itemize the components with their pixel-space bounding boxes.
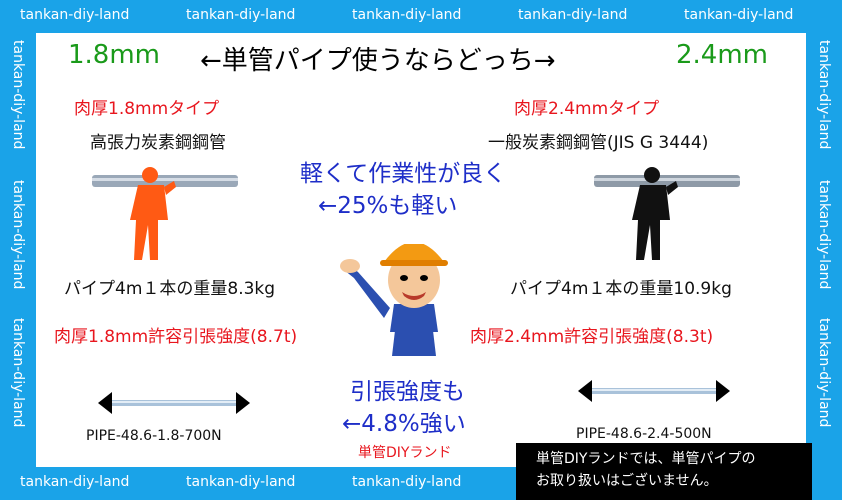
watermark-left-1: tankan-diy-land bbox=[10, 40, 26, 150]
lighter-message-line1: 軽くて作業性が良く bbox=[300, 161, 507, 187]
watermark-top-4: tankan-diy-land bbox=[518, 7, 628, 23]
left-type-label: 肉厚1.8mmタイプ bbox=[74, 99, 220, 119]
notice-box: 単管DIYランドでは、単管パイプの お取り扱いはございません。 bbox=[516, 443, 812, 500]
right-size-label: 2.4mm bbox=[676, 40, 769, 70]
stronger-message-line1: 引張強度も bbox=[350, 379, 465, 405]
left-strength: 肉厚1.8mm許容引張強度(8.7t) bbox=[54, 327, 298, 347]
left-tension-arrows-icon bbox=[98, 392, 250, 414]
page-title: ←単管パイプ使うならどっち→ bbox=[200, 46, 556, 76]
watermark-top-1: tankan-diy-land bbox=[20, 7, 130, 23]
stronger-message-line2: ←4.8%強い bbox=[342, 411, 466, 437]
watermark-top-2: tankan-diy-land bbox=[186, 7, 296, 23]
black-worker-carrying-pipe-icon bbox=[594, 167, 740, 260]
left-size-label: 1.8mm bbox=[68, 40, 161, 70]
right-weight: パイプ4m１本の重量10.9kg bbox=[510, 279, 732, 299]
notice-line2: お取り扱いはございません。 bbox=[536, 473, 718, 489]
watermark-left-3: tankan-diy-land bbox=[10, 318, 26, 428]
left-weight: パイプ4m１本の重量8.3kg bbox=[64, 279, 276, 299]
right-strength: 肉厚2.4mm許容引張強度(8.3t) bbox=[470, 327, 714, 347]
watermark-left-2: tankan-diy-land bbox=[10, 180, 26, 290]
watermark-top-3: tankan-diy-land bbox=[352, 7, 462, 23]
watermark-bottom-2: tankan-diy-land bbox=[186, 474, 296, 490]
watermark-right-2: tankan-diy-land bbox=[816, 180, 832, 290]
watermark-right-1: tankan-diy-land bbox=[816, 40, 832, 150]
right-tension-arrows-icon bbox=[578, 380, 730, 402]
notice-line1: 単管DIYランドでは、単管パイプの bbox=[536, 451, 756, 467]
left-part-number: PIPE-48.6-1.8-700N bbox=[86, 428, 222, 444]
lighter-message-line2: ←25%も軽い bbox=[318, 193, 458, 219]
left-material: 高張力炭素鋼鋼管 bbox=[90, 133, 226, 153]
construction-worker-mascot-icon bbox=[340, 236, 448, 356]
brand-label: 単管DIYランド bbox=[358, 445, 452, 461]
orange-worker-carrying-pipe-icon bbox=[92, 167, 238, 260]
right-type-label: 肉厚2.4mmタイプ bbox=[514, 99, 660, 119]
watermark-bottom-1: tankan-diy-land bbox=[20, 474, 130, 490]
right-part-number: PIPE-48.6-2.4-500N bbox=[576, 426, 712, 442]
right-material: 一般炭素鋼鋼管(JIS G 3444) bbox=[488, 133, 709, 153]
watermark-bottom-3: tankan-diy-land bbox=[352, 474, 462, 490]
watermark-top-5: tankan-diy-land bbox=[684, 7, 794, 23]
watermark-right-3: tankan-diy-land bbox=[816, 318, 832, 428]
